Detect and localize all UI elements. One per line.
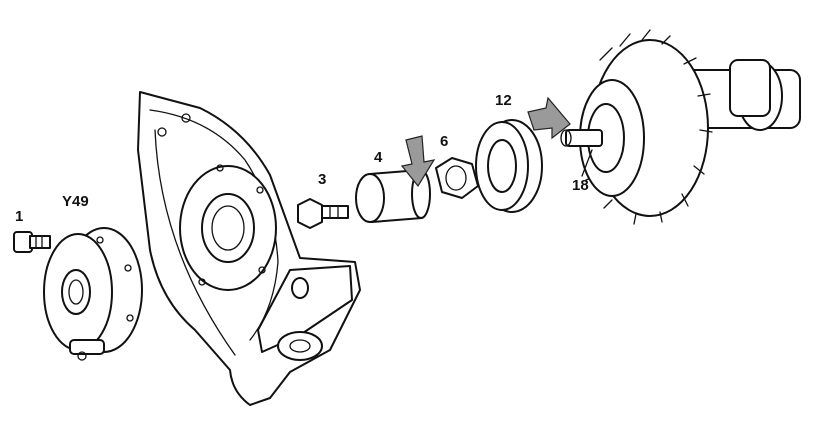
label-6: 6 (440, 133, 449, 150)
part-y49-actuator (43, 227, 143, 361)
down-arrow-icon (400, 135, 436, 188)
part-6-nut (435, 157, 479, 199)
label-3: 3 (318, 171, 327, 188)
label-12: 12 (495, 92, 512, 109)
label-18: 18 (572, 177, 589, 194)
part-4-sleeve (355, 169, 431, 223)
right-arrow-icon (527, 96, 571, 140)
part-18-camshaft (560, 29, 801, 225)
part-12-seal (475, 119, 543, 213)
leader-line-18 (581, 149, 593, 177)
label-4: 4 (374, 149, 383, 166)
part-1-bolt (13, 231, 51, 253)
label-y49: Y49 (62, 193, 89, 210)
label-1: 1 (15, 208, 24, 225)
part-3-screw (297, 198, 349, 229)
timing-cover (137, 91, 361, 406)
